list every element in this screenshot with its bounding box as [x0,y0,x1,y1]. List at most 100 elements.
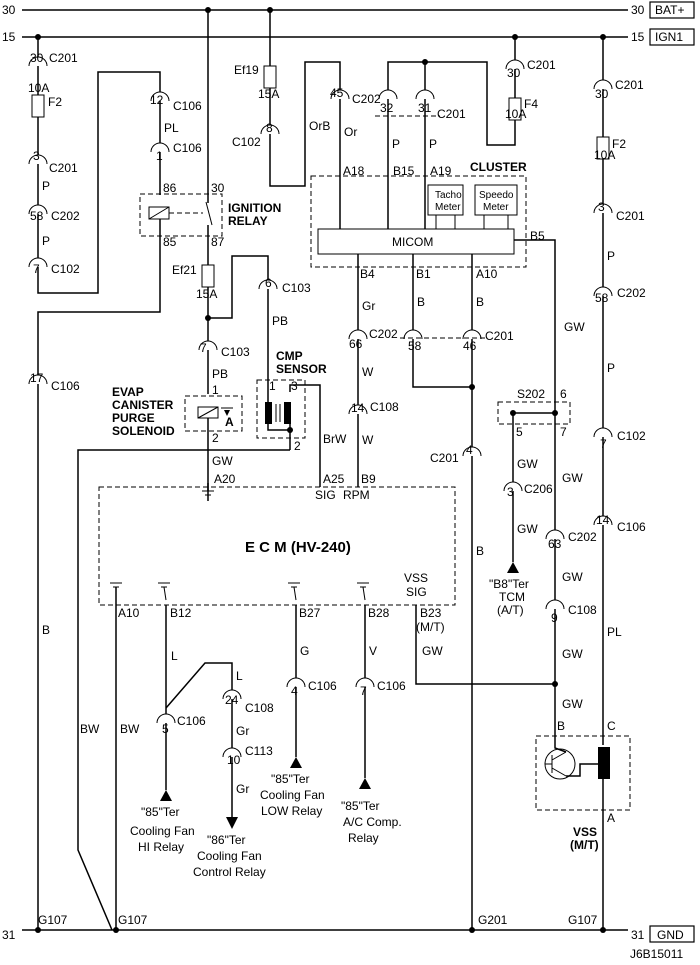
ecm-title: E C M (HV-240) [245,539,351,556]
left-ground-circuit: 17 C106 B G107 [28,371,80,933]
connector-c103-a: C103 [282,281,311,295]
speedo-label-2: Meter [483,202,509,213]
splice-pin-6: 6 [560,387,567,401]
low-relay-label-2: Cooling Fan [260,788,325,802]
connector-c108-a: C108 [370,400,399,414]
connector-c106-g: C106 [377,679,406,693]
relay-pin-85: 85 [163,235,177,249]
wire-gw-vss-2: GW [562,570,583,584]
f4-circuit: 30 C201 F4 10A 32 31 C201 P P B15 A19 [375,34,556,229]
connector-c106-a: C106 [173,99,202,113]
wire-brw: BrW [323,432,347,446]
splice-pin-5: 5 [516,425,523,439]
cluster: CLUSTER Tacho Meter Speedo Meter MICOM B… [310,160,545,281]
ign-rail: 15 15 IGN1 [2,28,695,46]
connector-c202-a: C202 [51,209,80,223]
pin-58-cl: 58 [408,339,422,353]
pin-8: 8 [266,121,273,135]
wire-w-2: W [362,433,374,447]
fuse-ef19: Ef19 [234,63,259,77]
connector-c108-c: C108 [245,701,274,715]
relay-pin-30: 30 [211,181,225,195]
wire-v: V [369,644,377,658]
pin-7: 7 [33,262,40,276]
wire-gw-evap: GW [212,454,233,468]
control-relay-label-2: Cooling Fan [197,849,262,863]
pin-3-c206: 3 [507,485,514,499]
pin-6: 6 [265,276,272,290]
connector-c201-c: C201 [527,58,556,72]
cmp-sensor: CMP SENSOR 1 3 2 BW [77,349,327,931]
ac-relay-label-1: "85"Ter [341,799,380,813]
wire-p-1: P [42,179,50,193]
vss-pin-b: B [557,719,565,733]
cmp-pin-2: 2 [294,439,301,453]
ef21-circuit: Ef21 15A 6 C103 PB 7 C103 PB [172,255,311,394]
wire-gw-vss-1: GW [562,471,583,485]
hi-relay-label-1: "85"Ter [141,805,180,819]
ignition-relay-label-1: IGNITION [228,201,281,215]
evap-label-3: PURGE [112,411,155,425]
connector-c201-e: C201 [485,329,514,343]
wire-w-1: W [362,365,374,379]
wire-p-3: P [392,137,400,151]
bat-rail: 30 30 BAT+ [2,1,695,19]
ecm-pin-b23: B23 [420,606,442,620]
ecm-ground: BW G107 [113,605,148,933]
ground-g107-c: G107 [568,913,598,927]
wire-b-1: B [42,623,50,637]
cmp-pin-1: 1 [269,379,276,393]
connector-c102-a: C102 [51,262,80,276]
ecm-pin-a25: A25 [323,472,345,486]
connector-c202-b: C202 [352,92,381,106]
vss-sig-circuit: GW [415,605,555,685]
hi-relay-label-2: Cooling Fan [130,824,195,838]
ignition-relay-label-2: RELAY [228,214,268,228]
ecm-label-sig: SIG [315,488,336,502]
vss-pin-c: C [607,719,616,733]
wire-p-2: P [42,234,50,248]
cmp-pin-3: 3 [291,379,298,393]
connector-c106-b: C106 [173,141,202,155]
ecm-label-vss: VSS [404,571,428,585]
wire-l-1: L [171,649,178,663]
pin-32: 32 [380,101,394,115]
tcm-label-1: "B8"Ter [489,577,529,591]
fan-hi-circuit: L L 5 C106 "85"Ter Cooling Fan HI Relay … [130,605,274,879]
ground-rail-number: 31 [2,928,16,942]
connector-c201-a: C201 [49,51,78,65]
tcm-label-2: TCM [499,590,525,604]
connector-c108-b: C108 [568,603,597,617]
wire-p-6: P [607,361,615,375]
wire-gr-2: Gr [236,782,249,796]
wire-bw-1: BW [80,722,100,736]
wire-gw-vss-4: GW [562,697,583,711]
pin-3-right: 3 [598,200,605,214]
fan-low-circuit: G 4 C106 "85"Ter Cooling Fan LOW Relay [260,605,337,818]
wire-g: G [300,644,309,658]
pin-17: 17 [30,371,44,385]
ground-g107-a: G107 [38,913,68,927]
connector-c202-e: C202 [568,530,597,544]
splice-s202: S202 [517,387,545,401]
ground-rail: 31 31 GND [2,925,695,943]
pin-3: 3 [33,149,40,163]
cluster-pin-a18: A18 [343,164,365,178]
evap-label-2: CANISTER [112,398,174,412]
connector-c201-f: C201 [430,451,459,465]
ground-g107-b: G107 [118,913,148,927]
cluster-pin-a10: A10 [476,267,498,281]
connector-c102-b: C102 [232,135,261,149]
ecm-label-vss-sig: SIG [406,585,427,599]
pin-7-c103: 7 [200,341,207,355]
wire-b-2: B [417,295,425,309]
cluster-outputs: Gr 66 C202 W 14 C108 W BrW B 58 B 46 C20… [323,239,585,933]
pin-14-c106: 14 [596,513,610,527]
tcm-label-3: (A/T) [497,603,524,617]
fuse-f2-left: F2 [48,95,62,109]
wire-pl-2: PL [607,625,622,639]
cluster-pin-b1: B1 [416,267,431,281]
connector-c106-d: C106 [617,520,646,534]
wire-l-2: L [236,669,243,683]
tacho-label-2: Meter [435,202,461,213]
